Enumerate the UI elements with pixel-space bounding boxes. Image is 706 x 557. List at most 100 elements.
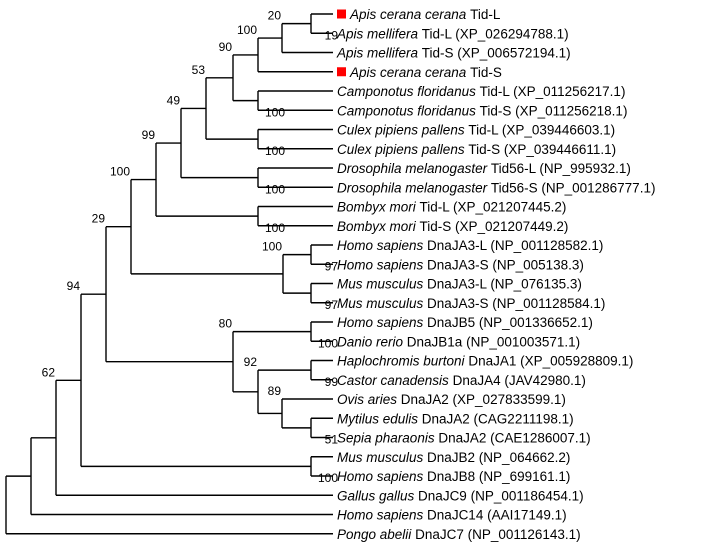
bootstrap-value-n_t1_t2: 19: [325, 28, 339, 42]
species-name: Camponotus floridanus: [337, 103, 476, 118]
taxon-label-t2: Apis mellifera Tid-L (XP_026294788.1): [336, 26, 569, 41]
species-name: Homo sapiens: [337, 315, 424, 330]
bootstrap-value-n_am: 20: [268, 9, 282, 23]
taxon-label-t21: Ovis aries DnaJA2 (XP_027833599.1): [337, 392, 566, 407]
gene-accession: DnaJC14 (AAI17149.1): [423, 508, 566, 523]
gene-accession: Tid56-L (NP_995932.1): [487, 161, 631, 176]
taxon-label-t27: Homo sapiens DnaJC14 (AAI17149.1): [337, 508, 567, 523]
tree-branches: [5, 13, 333, 535]
taxon-label-t14: Homo sapiens DnaJA3-S (NP_005138.3): [337, 257, 584, 272]
taxon-label-t26: Gallus gallus DnaJC9 (NP_001186454.1): [337, 488, 584, 503]
gene-accession: DnaJC7 (NP_001126143.1): [411, 527, 580, 542]
taxon-label-t7: Culex pipiens pallens Tid-L (XP_03944660…: [337, 123, 615, 138]
gene-accession: Tid-L (XP_011256217.1): [476, 84, 626, 99]
gene-accession: DnaJA3-L (NP_001128582.1): [423, 238, 603, 253]
species-name: Apis mellifera: [336, 46, 419, 61]
gene-accession: Tid-S (XP_011256218.1): [476, 103, 628, 118]
bootstrap-value-n_ja3: 100: [262, 240, 282, 254]
gene-accession: Tid-S (XP_039446611.1): [465, 142, 617, 157]
species-name: Apis mellifera: [336, 26, 419, 41]
highlight-square-t1: [337, 9, 346, 19]
bootstrap-values: 19 20 100 100 90 100 53 100 49 100 99 97 97 100 100 100…: [42, 9, 339, 485]
bootstrap-value-n_jb28: 100: [318, 471, 338, 485]
bootstrap-value-n_culex: 100: [265, 144, 285, 158]
taxon-label-t10: Drosophila melanogaster Tid56-S (NP_0012…: [337, 180, 655, 195]
taxon-label-t16: Mus musculus DnaJA3-S (NP_001128584.1): [337, 296, 605, 311]
gene-accession: DnaJB2 (NP_064662.2): [423, 450, 570, 465]
species-name: Drosophila melanogaster: [337, 180, 488, 195]
taxon-label-t1: Apis cerana cerana Tid-L: [349, 7, 501, 22]
species-name: Ovis aries: [337, 392, 397, 407]
gene-accession: Tid-L: [466, 7, 500, 22]
taxon-label-t4: Apis cerana cerana Tid-S: [349, 65, 502, 80]
gene-accession: DnaJA1 (XP_005928809.1): [465, 354, 634, 369]
bootstrap-value-n_c80: 80: [219, 317, 233, 331]
species-name: Mus musculus: [337, 296, 424, 311]
bootstrap-value-n_mm3: 97: [325, 298, 339, 312]
gene-accession: DnaJA2 (CAE1286007.1): [435, 431, 591, 446]
taxon-label-t9: Drosophila melanogaster Tid56-L (NP_9959…: [337, 161, 631, 176]
species-name: Gallus gallus: [337, 488, 415, 503]
gene-accession: DnaJA3-L (NP_076135.3): [423, 277, 582, 292]
taxon-label-t13: Homo sapiens DnaJA3-L (NP_001128582.1): [337, 238, 603, 253]
species-name: Apis cerana cerana: [349, 7, 467, 22]
gene-accession: Tid-S (XP_021207449.2): [416, 219, 569, 234]
taxon-label-t23: Sepia pharaonis DnaJA2 (CAE1286007.1): [337, 431, 591, 446]
species-name: Haplochromis burtoni: [337, 354, 466, 369]
bootstrap-value-n_c92: 92: [244, 355, 258, 369]
taxon-label-t28: Pongo abelii DnaJC7 (NP_001126143.1): [337, 527, 581, 542]
gene-accession: Tid-S: [466, 65, 502, 80]
species-name: Mytilus edulis: [337, 411, 418, 426]
species-name: Homo sapiens: [337, 469, 424, 484]
species-name: Apis cerana cerana: [349, 65, 467, 80]
taxon-label-t25: Homo sapiens DnaJB8 (NP_699161.1): [337, 469, 570, 484]
bootstrap-value-n_bomb: 100: [265, 221, 285, 235]
taxon-label-t3: Apis mellifera Tid-S (XP_006572194.1): [336, 46, 571, 61]
species-name: Castor canadensis: [337, 373, 449, 388]
highlight-square-t4: [337, 67, 346, 77]
bootstrap-value-n_camp: 100: [265, 105, 285, 119]
gene-accession: DnaJA3-S (NP_001128584.1): [423, 296, 605, 311]
species-name: Bombyx mori: [337, 200, 417, 215]
taxon-label-t24: Mus musculus DnaJB2 (NP_064662.2): [337, 450, 570, 465]
species-name: Mus musculus: [337, 450, 424, 465]
highlight-markers: [337, 9, 346, 77]
taxon-label-t8: Culex pipiens pallens Tid-S (XP_03944661…: [337, 142, 616, 157]
bootstrap-value-n_c53: 53: [192, 63, 206, 77]
bootstrap-value-n_hym: 90: [219, 40, 233, 54]
taxon-label-t22: Mytilus edulis DnaJA2 (CAG2211198.1): [337, 411, 574, 426]
gene-accession: Tid56-S (NP_001286777.1): [487, 180, 655, 195]
bootstrap-value-n_jb5: 100: [318, 336, 338, 350]
bootstrap-value-n_c49: 49: [167, 93, 181, 107]
gene-accession: DnaJB5 (NP_001336652.1): [423, 315, 593, 330]
species-name: Danio rerio: [337, 334, 404, 349]
gene-accession: DnaJC9 (NP_001186454.1): [414, 488, 583, 503]
species-name: Mus musculus: [337, 277, 424, 292]
bootstrap-value-n_c62: 62: [42, 365, 56, 379]
gene-accession: DnaJA2 (XP_027833599.1): [397, 392, 566, 407]
bootstrap-value-n_ja2: 89: [268, 384, 282, 398]
species-name: Drosophila melanogaster: [337, 161, 488, 176]
species-name: Culex pipiens pallens: [337, 123, 465, 138]
gene-accession: DnaJA4 (JAV42980.1): [449, 373, 586, 388]
bootstrap-value-n_hs3: 97: [325, 259, 339, 273]
bootstrap-value-n_tid: 100: [110, 165, 130, 179]
species-name: Bombyx mori: [337, 219, 417, 234]
bootstrap-value-n_ja1: 99: [325, 375, 339, 389]
species-name: Culex pipiens pallens: [337, 142, 465, 157]
species-name: Homo sapiens: [337, 238, 424, 253]
taxon-label-t11: Bombyx mori Tid-L (XP_021207445.2): [337, 200, 566, 215]
taxon-label-t6: Camponotus floridanus Tid-S (XP_01125621…: [337, 103, 627, 118]
gene-accession: DnaJA2 (CAG2211198.1): [418, 411, 574, 426]
taxon-label-t15: Mus musculus DnaJA3-L (NP_076135.3): [337, 277, 582, 292]
bootstrap-value-n_apis: 100: [237, 23, 257, 37]
gene-accession: Tid-L (XP_039446603.1): [465, 123, 616, 138]
gene-accession: DnaJB8 (NP_699161.1): [423, 469, 570, 484]
gene-accession: DnaJB1a (NP_001003571.1): [403, 334, 580, 349]
taxon-label-t5: Camponotus floridanus Tid-L (XP_01125621…: [337, 84, 625, 99]
gene-accession: DnaJA3-S (NP_005138.3): [423, 257, 584, 272]
taxon-label-t19: Haplochromis burtoni DnaJA1 (XP_00592880…: [337, 354, 633, 369]
species-name: Camponotus floridanus: [337, 84, 476, 99]
taxon-label-t12: Bombyx mori Tid-S (XP_021207449.2): [337, 219, 568, 234]
bootstrap-value-n_c94: 94: [67, 279, 81, 293]
